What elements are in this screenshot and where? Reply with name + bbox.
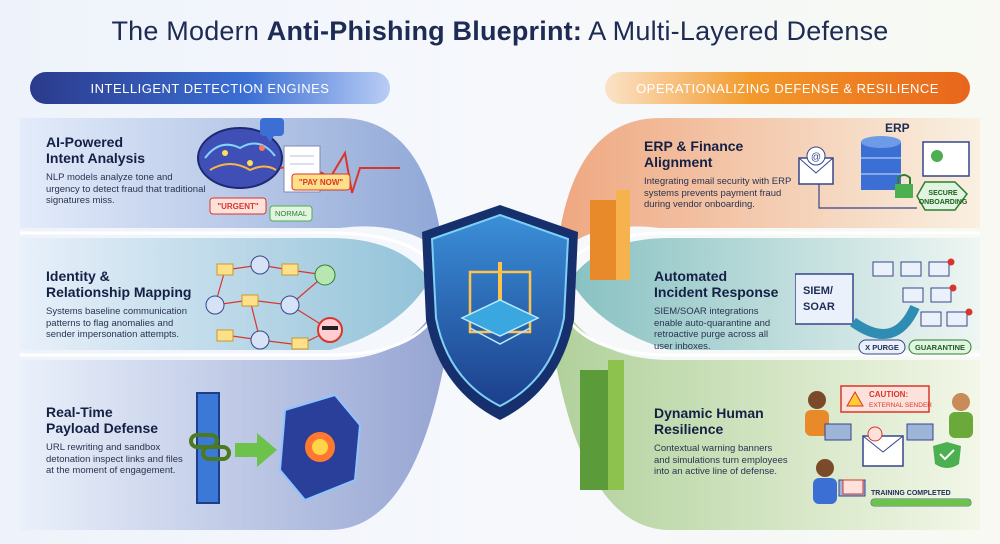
svg-text:@: @ bbox=[811, 152, 821, 163]
payload-defense-illustration bbox=[189, 392, 362, 504]
alert-dot-icon bbox=[947, 258, 973, 316]
impersonator-icon bbox=[317, 317, 343, 343]
siem-console: SIEM/ SOAR bbox=[795, 273, 854, 325]
person-avatar-icon bbox=[805, 391, 973, 504]
urgent-tag: "URGENT" bbox=[209, 197, 267, 215]
section-heading: Real-Time Payload Defense bbox=[46, 404, 159, 436]
arrow-right-icon bbox=[235, 433, 277, 467]
svg-text:NORMAL: NORMAL bbox=[275, 209, 307, 218]
section-identity-mapping: Identity & Relationship Mapping Systems … bbox=[46, 268, 241, 341]
quarantine-badge: GUARANTINE bbox=[908, 339, 972, 355]
section-body: Contextual warning banners and simulatio… bbox=[654, 443, 788, 477]
erp-illustration: ERP @ SECURE ONBOARDING bbox=[798, 121, 970, 211]
shield-check-icon bbox=[933, 442, 961, 468]
svg-text:SECURE: SECURE bbox=[928, 190, 958, 197]
right-banner-label: OPERATIONALIZING DEFENSE & RESILIENCE bbox=[636, 80, 939, 96]
section-human-resilience: Dynamic Human Resilience Contextual warn… bbox=[654, 405, 849, 478]
svg-text:SIEM/: SIEM/ bbox=[803, 285, 833, 297]
section-heading: Dynamic Human Resilience bbox=[654, 405, 764, 437]
svg-text:TRAINING COMPLETED: TRAINING COMPLETED bbox=[871, 490, 951, 497]
training-progress: TRAINING COMPLETED bbox=[870, 490, 972, 507]
warning-sign-icon bbox=[842, 479, 864, 495]
section-body: SIEM/SOAR integrations enable auto-quara… bbox=[654, 306, 771, 352]
section-incident-response: Automated Incident Response SIEM/SOAR in… bbox=[654, 268, 849, 352]
page-title: The Modern Anti-Phishing Blueprint: A Mu… bbox=[111, 16, 889, 46]
purge-badge: X PURGE bbox=[858, 339, 906, 355]
svg-text:ERP: ERP bbox=[885, 121, 910, 135]
center-shield-icon bbox=[422, 205, 578, 420]
section-body: Integrating email security with ERP syst… bbox=[644, 176, 792, 210]
envelope-icon bbox=[216, 263, 309, 350]
sandbox-cube-icon bbox=[278, 393, 362, 502]
svg-text:"PAY NOW": "PAY NOW" bbox=[299, 178, 344, 187]
section-erp-finance: ERP & Finance Alignment Integrating emai… bbox=[644, 138, 839, 211]
database-icon bbox=[861, 136, 901, 190]
section-heading: Identity & Relationship Mapping bbox=[46, 268, 192, 300]
svg-text:EXTERNAL SENDER: EXTERNAL SENDER bbox=[869, 402, 932, 409]
brain-illustration: "PAY NOW" "URGENT" NORMAL bbox=[197, 118, 400, 222]
svg-text:ONBOARDING: ONBOARDING bbox=[919, 199, 968, 206]
section-payload-defense: Real-Time Payload Defense URL rewriting … bbox=[46, 404, 241, 477]
svg-text:X PURGE: X PURGE bbox=[865, 343, 899, 352]
section-body: URL rewriting and sandbox detonation ins… bbox=[46, 442, 183, 476]
section-heading: AI-Powered Intent Analysis bbox=[46, 134, 146, 166]
svg-text:SOAR: SOAR bbox=[803, 301, 835, 313]
id-card-icon bbox=[922, 141, 970, 177]
identity-network-illustration bbox=[205, 255, 343, 350]
section-heading: ERP & Finance Alignment bbox=[644, 138, 744, 170]
svg-text:GUARANTINE: GUARANTINE bbox=[915, 343, 965, 352]
siem-illustration: SIEM/ SOAR X PURGE GUARANTINE bbox=[795, 258, 973, 355]
section-body: NLP models analyze tone and urgency to d… bbox=[46, 172, 206, 206]
user-avatar-icon bbox=[205, 255, 336, 350]
wave-shape bbox=[850, 304, 920, 339]
svg-text:CAUTION:: CAUTION: bbox=[869, 390, 908, 399]
left-banner: INTELLIGENT DETECTION ENGINES bbox=[30, 72, 390, 104]
envelope-icon: @ bbox=[798, 146, 834, 185]
envelope-icon bbox=[862, 426, 904, 467]
normal-tag: NORMAL bbox=[269, 205, 313, 222]
secure-onboarding-badge: SECURE ONBOARDING bbox=[916, 181, 968, 211]
brain-icon bbox=[197, 127, 283, 189]
lock-icon bbox=[895, 174, 913, 198]
chat-bubble-icon bbox=[260, 118, 284, 142]
pay-now-tag: "PAY NOW" bbox=[291, 173, 351, 191]
left-banner-label: INTELLIGENT DETECTION ENGINES bbox=[90, 80, 330, 96]
svg-text:"URGENT": "URGENT" bbox=[217, 202, 259, 211]
chain-link-icon bbox=[189, 433, 231, 461]
caution-banner: CAUTION: EXTERNAL SENDER bbox=[840, 385, 932, 413]
section-body: Systems baseline communication patterns … bbox=[46, 306, 187, 340]
section-heading: Automated Incident Response bbox=[654, 268, 779, 300]
section-ai-intent: AI-Powered Intent Analysis NLP models an… bbox=[46, 134, 241, 207]
envelope-icon bbox=[872, 261, 968, 327]
right-banner: OPERATIONALIZING DEFENSE & RESILIENCE bbox=[605, 72, 970, 104]
human-resilience-illustration: CAUTION: EXTERNAL SENDER TRAINING COMPLE… bbox=[805, 385, 973, 507]
